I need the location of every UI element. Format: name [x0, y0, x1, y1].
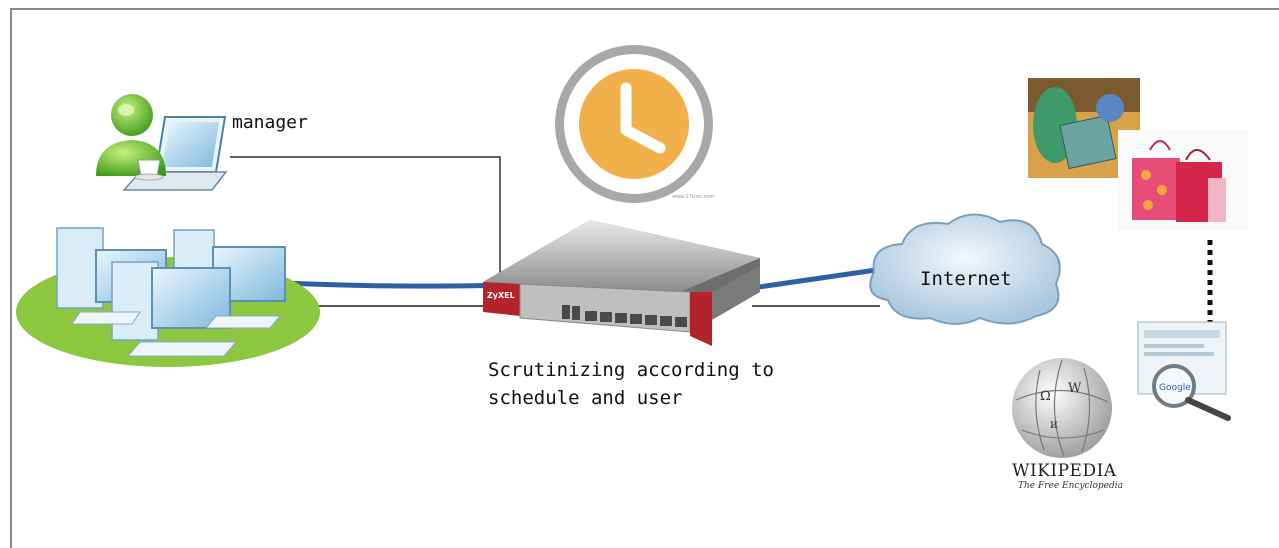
wikipedia-tagline: The Free Encyclopedia	[1018, 481, 1123, 491]
caption-line-2: schedule and user	[488, 387, 683, 409]
diagram-frame	[10, 8, 1279, 548]
router-ports	[562, 305, 687, 327]
manager-link	[230, 156, 501, 280]
desktop-pc-icon	[56, 227, 286, 357]
router-brand: ZyXEL	[487, 291, 515, 300]
wikipedia-globe-icon: Ω W и	[1012, 358, 1112, 458]
svg-text:и: и	[1050, 417, 1058, 431]
schedule-caption: Scrutinizing according to schedule and u…	[488, 356, 774, 412]
manager-label: manager	[232, 112, 308, 133]
svg-text:W: W	[1068, 381, 1082, 396]
internet-cloud-icon	[869, 213, 1061, 325]
search-brand: Google	[1159, 383, 1191, 393]
clock-icon: www.17icon.com	[555, 45, 715, 203]
svg-text:Ω: Ω	[1040, 389, 1051, 404]
manager-workstation	[96, 94, 228, 191]
lan-group	[16, 227, 320, 367]
manager-user-icon	[96, 94, 166, 181]
wikipedia-wordmark: WIKIPEDIA	[1012, 461, 1117, 481]
clock-watermark: www.17icon.com	[672, 194, 715, 200]
caption-line-1: Scrutinizing according to	[488, 359, 774, 381]
shopping-bags-icon	[1118, 130, 1248, 230]
search-magnifier-icon: Google	[1137, 321, 1231, 421]
router-icon: ZyXEL	[483, 220, 760, 346]
internet-label: Internet	[920, 268, 1012, 290]
lan-blue-link	[284, 280, 506, 289]
